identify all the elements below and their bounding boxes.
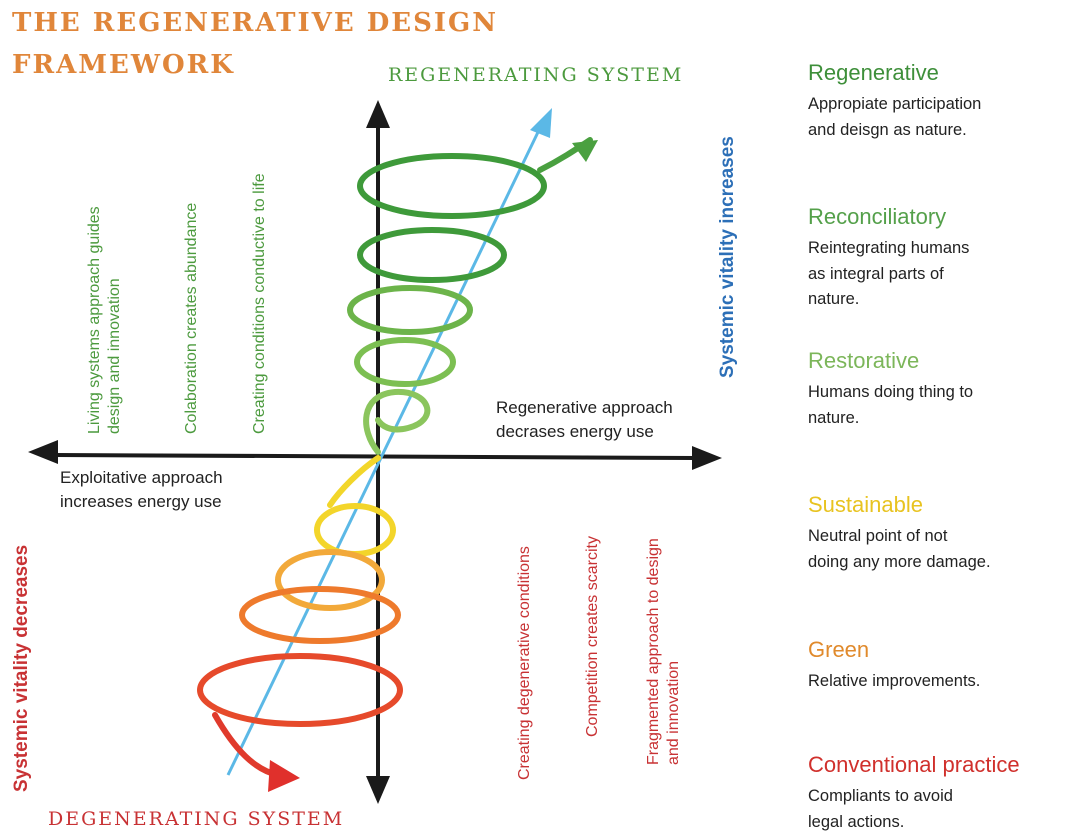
spiral-upper (347, 137, 598, 455)
legend-desc-line: Neutral point of not (808, 527, 948, 545)
legend-desc-line: Humans doing thing to (808, 383, 974, 401)
legend-sustainable: Sustainable Neutral point of not doing a… (808, 492, 1058, 575)
exploitative-approach-line-2: increases energy use (60, 491, 222, 511)
regenerative-approach-text: Regenerative approach decrases energy us… (496, 396, 673, 444)
upper-statement-1-line-2: design and innovation (106, 278, 123, 434)
exploitative-approach-line-1: Exploitative approach (60, 468, 223, 487)
title-line-1: THE REGENERATIVE DESIGN (12, 8, 498, 38)
axis-arrow-up (366, 100, 390, 128)
vitality-increases-text: Systemic vitality increases (717, 136, 738, 378)
legend-regenerative: Regenerative Appropiate participation an… (808, 60, 1058, 143)
lower-statement-3: Fragmented approach to design and innova… (644, 538, 684, 765)
legend-desc: Appropiate participation and deisgn as n… (808, 92, 1058, 143)
vitality-increases-label: Systemic vitality increases (716, 136, 740, 378)
vitality-decreases-text: Systemic vitality decreases (11, 544, 32, 792)
legend-title: Reconciliatory (808, 204, 947, 229)
regenerating-system-label: REGENERATING SYSTEM (388, 64, 684, 86)
lower-statement-3-line-2: and innovation (665, 660, 682, 765)
legend-desc-line: as integral parts of (808, 264, 944, 283)
legend-desc-line: doing any more damage. (808, 552, 991, 571)
legend-title: Restorative (808, 348, 920, 373)
legend-desc-line: and deisgn as nature. (808, 120, 967, 139)
upper-statement-2: Colaboration creates abundance (182, 203, 202, 434)
legend-green: Green Relative improvements. (808, 637, 1058, 695)
legend-title: Regenerative (808, 60, 939, 85)
legend-desc-line: nature. (808, 408, 860, 427)
legend-desc: Reintegrating humans as integral parts o… (808, 236, 1058, 313)
regenerative-approach-line-1: Regenerative approach (496, 398, 673, 417)
axis-arrow-left (28, 440, 58, 464)
legend-desc-line: Relative improvements. (808, 672, 981, 690)
legend-desc: Compliants to avoid legal actions. (808, 784, 1058, 835)
legend-desc-line: nature. (808, 290, 860, 309)
spiral-lower (197, 455, 403, 792)
legend-desc: Neutral point of not doing any more dama… (808, 524, 1058, 575)
legend-reconciliatory: Reconciliatory Reintegrating humans as i… (808, 204, 1058, 313)
legend-desc-line: Compliants to avoid (808, 787, 953, 805)
lower-statement-2: Competition creates scarcity (583, 536, 603, 737)
legend-desc: Relative improvements. (808, 669, 1058, 695)
lower-statement-1-line-1: Creating degenerative conditions (516, 546, 533, 780)
lower-statement-1: Creating degenerative conditions (515, 546, 535, 780)
legend-restorative: Restorative Humans doing thing to nature… (808, 348, 1058, 431)
legend-desc: Humans doing thing to nature. (808, 380, 1058, 431)
legend-desc-line: Reintegrating humans (808, 239, 970, 257)
lower-statement-3-line-1: Fragmented approach to design (645, 538, 662, 765)
legend-title: Sustainable (808, 492, 923, 517)
diagram-graphic (28, 100, 722, 804)
legend-title: Green (808, 637, 870, 662)
regenerative-approach-line-2: decrases energy use (496, 421, 654, 441)
upper-statement-1: Living systems approach guides design an… (85, 206, 125, 434)
upper-statement-3: Creating conditions conductive to life (250, 173, 270, 434)
exploitative-approach-text: Exploitative approach increases energy u… (60, 466, 223, 514)
upper-statement-2-line-1: Colaboration creates abundance (183, 202, 200, 434)
axis-arrow-right (692, 446, 722, 470)
vitality-arrow (226, 108, 552, 776)
degenerating-system-label: DEGENERATING SYSTEM (48, 808, 345, 830)
upper-statement-3-line-1: Creating conditions conductive to life (251, 173, 268, 434)
vitality-decreases-label: Systemic vitality decreases (10, 545, 34, 792)
title-line-2: FRAMEWORK (12, 50, 235, 80)
legend-conventional-practice: Conventional practice Compliants to avoi… (808, 752, 1058, 835)
legend-title: Conventional practice (808, 752, 1020, 777)
legend-desc-line: Appropiate participation (808, 95, 982, 113)
upper-statement-1-line-1: Living systems approach guides (86, 206, 103, 434)
lower-statement-2-line-1: Competition creates scarcity (584, 536, 601, 737)
axis-arrow-down (366, 776, 390, 804)
legend-desc-line: legal actions. (808, 812, 905, 831)
